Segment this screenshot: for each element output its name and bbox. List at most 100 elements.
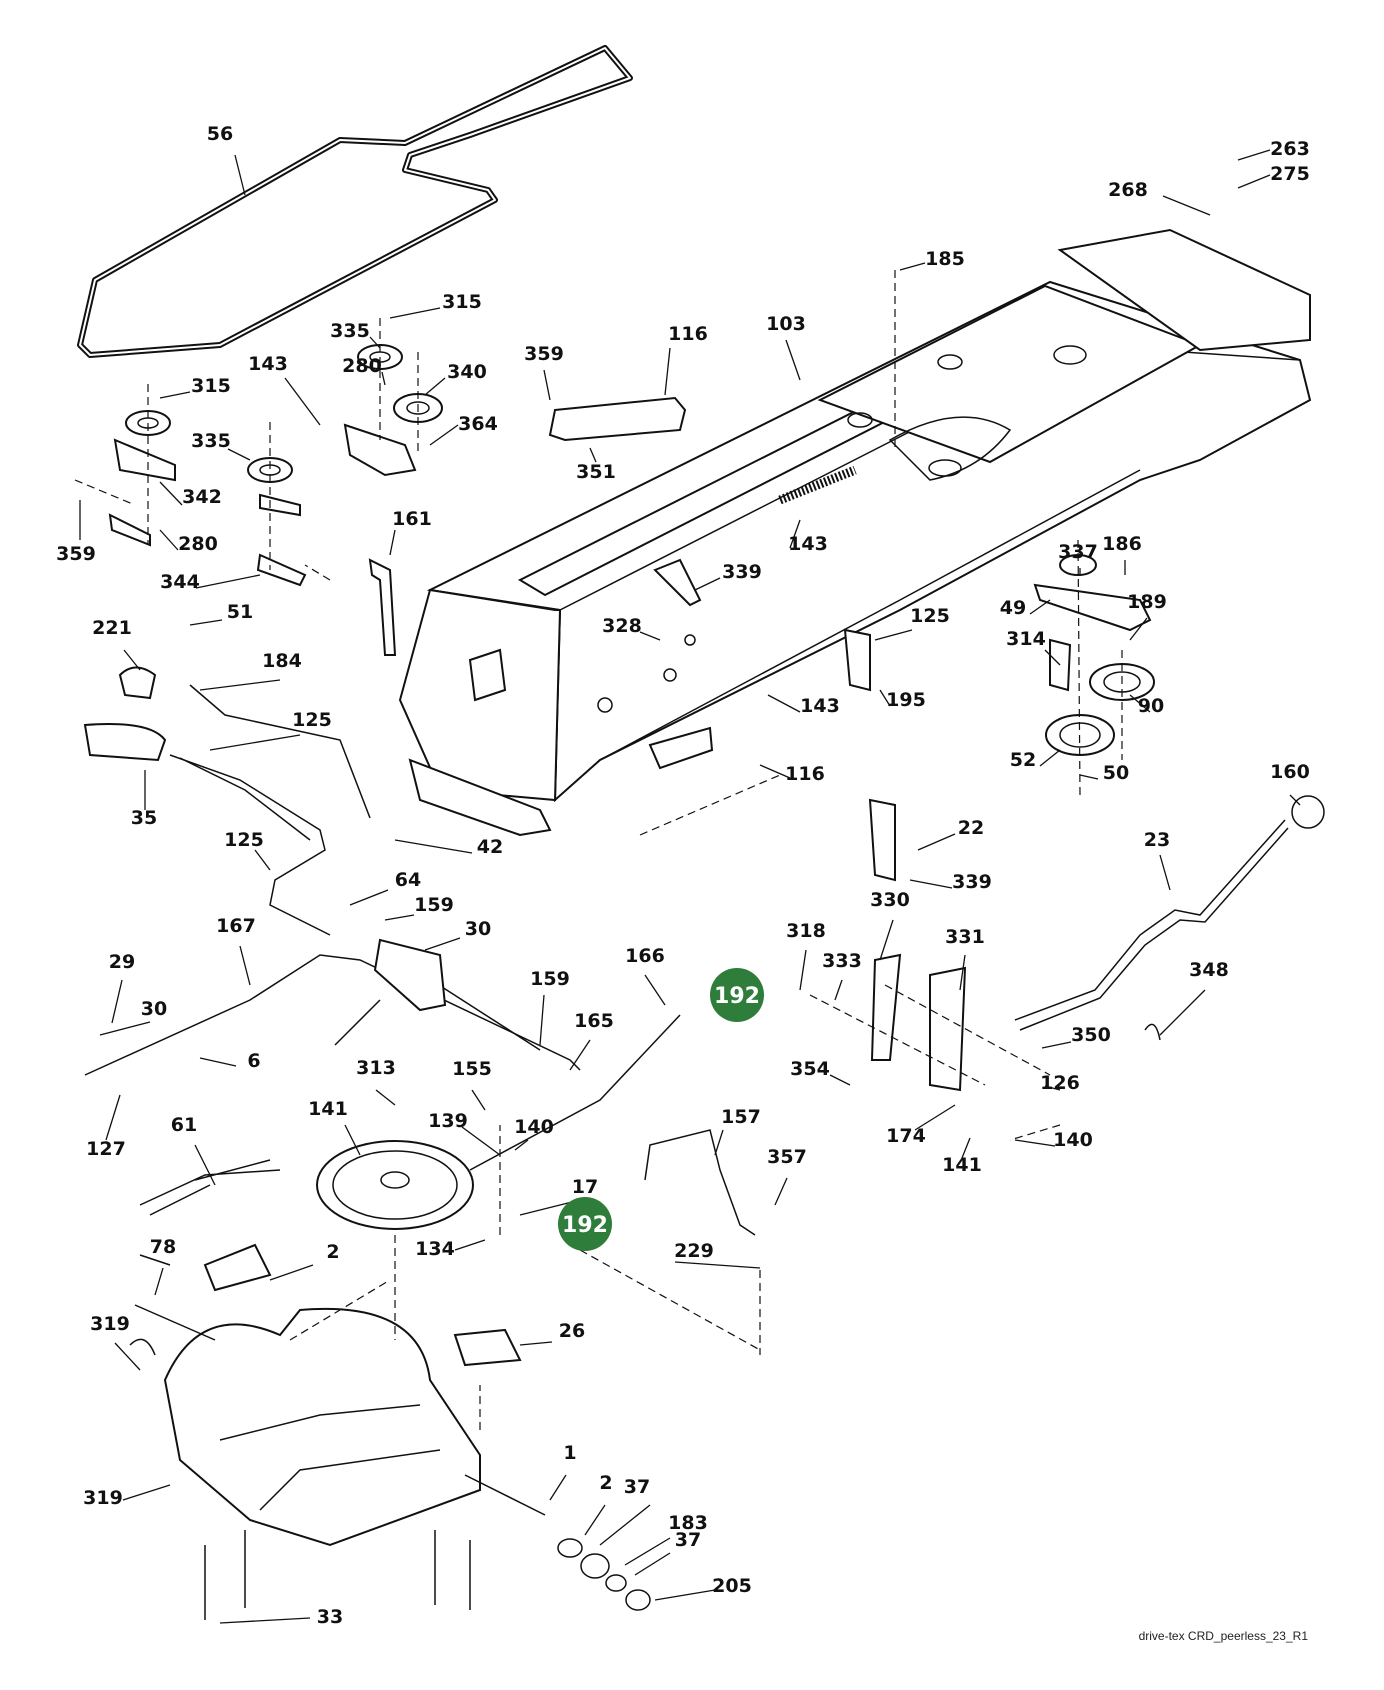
callout-label: 50 bbox=[1103, 762, 1129, 784]
leader-line bbox=[539, 994, 545, 1046]
leader-line bbox=[111, 979, 123, 1024]
callout-label: 315 bbox=[191, 375, 231, 397]
callout-label: 56 bbox=[207, 123, 233, 145]
leader-line bbox=[664, 347, 671, 396]
leader-line bbox=[384, 914, 415, 921]
assembly-lines bbox=[289, 270, 1061, 1430]
leader-line bbox=[917, 833, 956, 851]
leader-line bbox=[269, 1264, 314, 1281]
leader-line bbox=[569, 1039, 591, 1071]
leader-line bbox=[234, 154, 246, 196]
callout-label: 160 bbox=[1270, 761, 1310, 783]
leader-line bbox=[1162, 195, 1211, 216]
variator-pulley-assembly bbox=[1033, 539, 1155, 796]
leader-line bbox=[834, 979, 843, 1001]
leader-line bbox=[389, 307, 441, 319]
leader-line bbox=[394, 839, 473, 854]
callout-label: 26 bbox=[559, 1320, 585, 1342]
callout-label: 314 bbox=[1006, 628, 1046, 650]
callout-label: 166 bbox=[625, 945, 665, 967]
callout-label: 143 bbox=[788, 533, 828, 555]
leader-line bbox=[1237, 174, 1271, 189]
callout-label: 90 bbox=[1138, 695, 1164, 717]
chassis-frame bbox=[398, 228, 1312, 837]
leader-line bbox=[1289, 794, 1301, 806]
leader-line bbox=[584, 1504, 606, 1536]
callout-label: 33 bbox=[317, 1606, 343, 1628]
leader-line bbox=[454, 1239, 486, 1251]
leader-line bbox=[159, 481, 183, 506]
leader-line bbox=[829, 1074, 851, 1086]
callout-label: 318 bbox=[786, 920, 826, 942]
callout-label: 333 bbox=[822, 950, 862, 972]
callout-label: 141 bbox=[942, 1154, 982, 1176]
callout-label: 174 bbox=[886, 1125, 926, 1147]
leader-line bbox=[1044, 649, 1061, 666]
leader-line bbox=[914, 1104, 956, 1131]
leader-line bbox=[1039, 749, 1061, 767]
leader-line bbox=[799, 949, 807, 991]
callout-label: 61 bbox=[171, 1114, 197, 1136]
callout-label: 22 bbox=[958, 817, 984, 839]
callout-label: 331 bbox=[945, 926, 985, 948]
leader-line bbox=[1129, 694, 1151, 713]
highlighted-part-192-lower[interactable]: 192 bbox=[558, 1197, 612, 1251]
tension-spring bbox=[778, 465, 857, 505]
callout-label: 350 bbox=[1071, 1024, 1111, 1046]
callout-label: 30 bbox=[141, 998, 167, 1020]
callout-label: 64 bbox=[395, 869, 421, 891]
control-rods bbox=[83, 666, 1325, 1236]
callout-label: 37 bbox=[675, 1529, 701, 1551]
callout-label: 127 bbox=[86, 1138, 126, 1160]
leader-line bbox=[959, 954, 966, 991]
callout-label: 339 bbox=[952, 871, 992, 893]
leader-line bbox=[1044, 1085, 1061, 1091]
leader-line bbox=[349, 889, 389, 906]
callout-label: 42 bbox=[477, 836, 503, 858]
callout-label: 141 bbox=[308, 1098, 348, 1120]
leader-line bbox=[549, 1474, 567, 1501]
leader-line bbox=[369, 336, 381, 349]
leader-line bbox=[514, 1139, 529, 1151]
callout-label: 229 bbox=[674, 1240, 714, 1262]
callout-label: 126 bbox=[1040, 1072, 1080, 1094]
leader-line bbox=[189, 619, 223, 626]
leader-line bbox=[1014, 1139, 1056, 1147]
transaxle-assembly bbox=[129, 1140, 651, 1611]
callout-label: 143 bbox=[800, 695, 840, 717]
callout-label: 342 bbox=[182, 486, 222, 508]
leader-line bbox=[767, 694, 801, 713]
callout-label: 159 bbox=[414, 894, 454, 916]
highlighted-part-192-upper[interactable]: 192 bbox=[710, 968, 764, 1022]
leader-line bbox=[1041, 1041, 1072, 1049]
callout-label: 359 bbox=[56, 543, 96, 565]
callout-label: 161 bbox=[392, 508, 432, 530]
leader-line bbox=[461, 1126, 501, 1156]
callout-label: 275 bbox=[1270, 163, 1310, 185]
callout-label: 125 bbox=[910, 605, 950, 627]
leader-line bbox=[424, 377, 446, 396]
leader-line bbox=[227, 448, 251, 461]
leader-line bbox=[159, 529, 179, 551]
callout-label: 157 bbox=[721, 1106, 761, 1128]
callout-label: 348 bbox=[1189, 959, 1229, 981]
leader-line bbox=[774, 1177, 788, 1206]
leader-line bbox=[344, 1124, 361, 1156]
highlight-label: 192 bbox=[714, 984, 760, 1009]
brackets bbox=[368, 396, 896, 882]
callout-label: 159 bbox=[530, 968, 570, 990]
leader-line bbox=[624, 1537, 671, 1566]
leader-line bbox=[644, 974, 666, 1006]
leader-line bbox=[154, 1267, 164, 1296]
callout-label: 340 bbox=[447, 361, 487, 383]
leader-line bbox=[674, 1261, 761, 1269]
leader-line bbox=[254, 849, 271, 871]
callout-label: 2 bbox=[326, 1241, 339, 1263]
leader-line bbox=[99, 1021, 151, 1036]
callout-label: 116 bbox=[785, 763, 825, 785]
callout-label: 184 bbox=[262, 650, 302, 672]
leader-line bbox=[874, 629, 913, 641]
leader-line bbox=[634, 1552, 671, 1576]
callout-label: 125 bbox=[292, 709, 332, 731]
